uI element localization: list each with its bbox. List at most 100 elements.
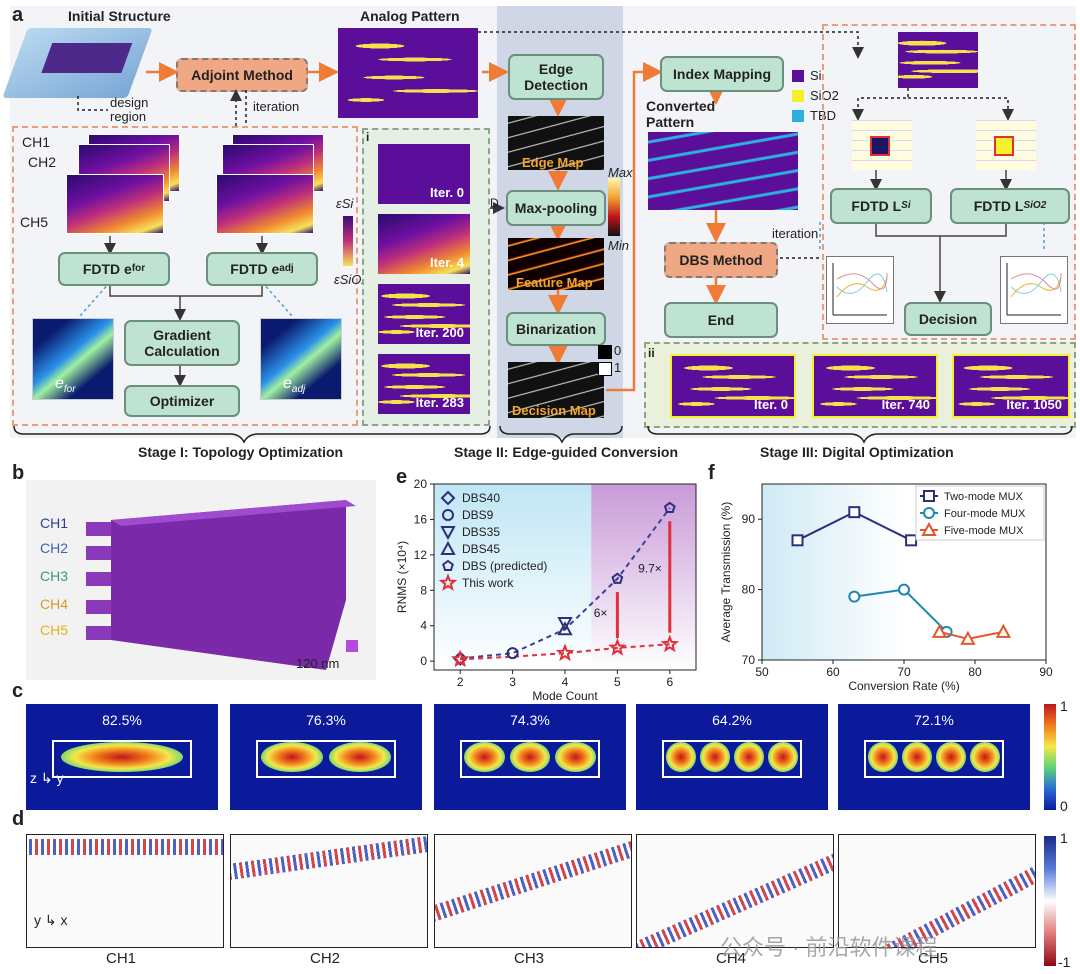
fdtd-lsi-label: FDTD L: [851, 197, 902, 214]
b-ch4-label: CH4: [40, 596, 69, 612]
pixel-sio2-cell: [994, 136, 1014, 156]
forward-field-stack-front: [66, 174, 164, 234]
e-point-4-0: [611, 572, 624, 584]
e-legend-marker-5: [438, 573, 458, 591]
iter-i-4-label: Iter. 4: [430, 255, 464, 270]
e-point-1-0: [506, 647, 519, 660]
fdtd-adjoint-sub: adj: [279, 263, 294, 275]
c-colorbar-min: 0: [1060, 798, 1068, 814]
d-colorbar-max: 1: [1060, 830, 1068, 846]
dbs-method-box: DBS Method: [664, 242, 778, 278]
e-legend-label-0: DBS40: [462, 491, 500, 505]
e-legend-marker-4: [442, 559, 454, 572]
waveguide-outline: [256, 740, 396, 778]
field-plot-label: CH2: [310, 950, 341, 967]
panel-ii-label: ii: [648, 346, 655, 360]
spectrum-sio2-plot: [1000, 256, 1068, 324]
e-adj-cube: eadj: [260, 318, 342, 400]
b-ch3-label: CH3: [40, 568, 69, 584]
mode-lobe: [699, 742, 731, 772]
d-axis-indicator: y ↳ x: [34, 912, 68, 928]
e-xtick-label: 3: [509, 675, 516, 689]
index-mapping-box: Index Mapping: [660, 56, 784, 92]
d-colorbar: [1044, 836, 1056, 966]
decision-box: Decision: [904, 302, 992, 336]
b-ch5-label: CH5: [40, 622, 69, 638]
f-ytick-label: 90: [742, 512, 756, 526]
e-point-5-0: [450, 649, 470, 668]
min-label: Min: [608, 238, 629, 253]
f-xtick-label: 70: [897, 665, 911, 679]
e-legend-marker-3: [440, 540, 456, 555]
mode-lobe: [509, 742, 551, 772]
iter-ii-0-image: Iter. 0: [670, 354, 796, 418]
bin-1-swatch: [598, 362, 612, 376]
f-legend-label-0: Two-mode MUX: [944, 491, 1024, 503]
stage2-title: Stage II: Edge-guided Conversion: [454, 444, 679, 460]
c-colorbar-max: 1: [1060, 698, 1068, 714]
e-ytick-label: 16: [414, 512, 428, 526]
f-point-2-2: [995, 623, 1012, 638]
field-plot-label: CH1: [106, 950, 137, 967]
eps-colorbar: [343, 216, 353, 266]
adjoint-method-box: Adjoint Method: [176, 58, 308, 92]
mode-lobe: [969, 742, 1001, 772]
e-annot-9-7x: 9.7×: [638, 562, 662, 576]
mode-lobe: [329, 742, 391, 772]
pixel-sio2-grid: [976, 120, 1036, 170]
panel-a-arrows: [77, 31, 1045, 392]
field-plot-ch4: [636, 834, 834, 948]
fdtd-lsi-sub: Si: [901, 200, 911, 212]
mode-lobe: [935, 742, 967, 772]
mode-percentage: 82.5%: [102, 712, 142, 728]
iter-ii-1050-image: Iter. 1050: [952, 354, 1070, 418]
converted-pattern-image: [648, 132, 798, 210]
f-xlabel: Conversion Rate (%): [848, 679, 959, 693]
b-ch2-label: CH2: [40, 540, 69, 556]
feature-map-image: Feature Map: [508, 238, 604, 290]
e-adj-label: eadj: [283, 375, 306, 396]
f-ytick-label: 70: [742, 653, 756, 667]
legend-tbd-swatch: [792, 110, 804, 122]
f-legend-label-1: Four-mode MUX: [944, 508, 1026, 520]
f-ytick-label: 80: [742, 583, 756, 597]
legend-si-swatch: [792, 70, 804, 82]
e-legend-label-5: This work: [462, 576, 514, 590]
gradient-calculation-box: Gradient Calculation: [124, 320, 240, 366]
e-ytick-label: 8: [420, 583, 427, 597]
field-plot-label: CH5: [918, 950, 949, 967]
f-point-0-2: [905, 534, 918, 547]
legend-si-label: Si: [810, 68, 822, 83]
e-xtick-label: 2: [457, 675, 464, 689]
field-plot-label: CH4: [716, 950, 747, 967]
waveguide-outline: [52, 740, 192, 778]
adjoint-field-stack-front: [216, 174, 314, 234]
ch5-input-label: CH5: [20, 214, 49, 230]
e-ytick-label: 12: [414, 548, 428, 562]
e-xtick-label: 4: [562, 675, 569, 689]
waveguide-outline: [864, 740, 1004, 778]
bin-0-swatch: [598, 345, 612, 359]
e-xlabel: Mode Count: [532, 689, 598, 702]
f-ylabel: Average Transmission (%): [719, 502, 733, 643]
mode-lobe: [464, 742, 506, 772]
dbs-pattern-image: [898, 32, 978, 88]
e-legend-label-3: DBS45: [462, 542, 500, 556]
feature-colorbar: [608, 178, 620, 236]
e-legend-label-2: DBS35: [462, 525, 500, 539]
ch2-input-label: CH2: [28, 154, 57, 170]
e-ytick-label: 4: [420, 619, 427, 633]
edge-map-image: Edge Map: [508, 116, 604, 170]
panel-label-f: f: [708, 462, 715, 484]
bin-0-label: 0: [614, 343, 622, 358]
c-colorbar: [1044, 704, 1056, 810]
end-box: End: [664, 302, 778, 338]
f-xtick-label: 50: [755, 665, 769, 679]
max-label: Max: [608, 165, 633, 180]
stage1-title: Stage I: Topology Optimization: [138, 444, 344, 460]
f-legend-marker-1: [923, 507, 935, 519]
iter-ii-0-label: Iter. 0: [754, 397, 788, 412]
d-label: D: [490, 196, 499, 210]
